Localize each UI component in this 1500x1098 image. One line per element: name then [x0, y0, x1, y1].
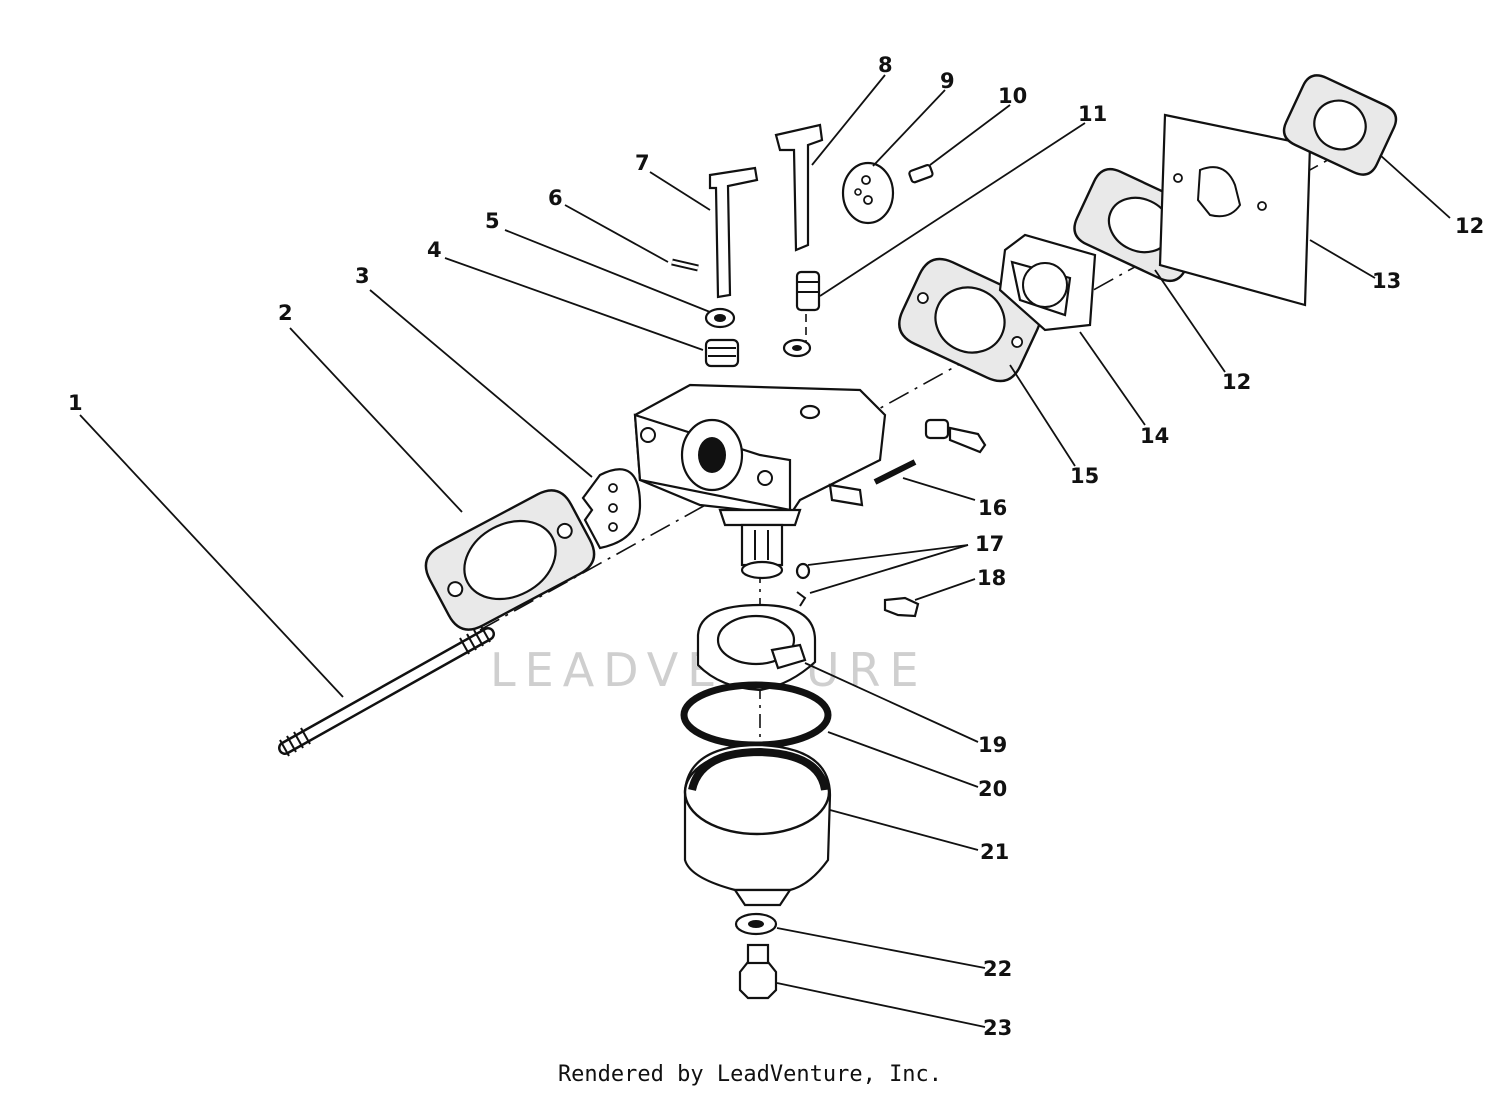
callout-10: 10 [998, 84, 1027, 108]
part-21-float-bowl [683, 743, 832, 907]
callout-14: 14 [1140, 424, 1169, 448]
callout-11: 11 [1078, 102, 1107, 126]
part-7-throttle-shaft [708, 166, 759, 299]
callout-4: 4 [427, 238, 442, 262]
idle-screw [924, 418, 987, 454]
part-18-screw [883, 596, 920, 618]
part-16-spring-screw [873, 459, 917, 485]
part-10-screw [908, 164, 934, 184]
part-11-fitting [795, 270, 821, 312]
callout-18: 18 [977, 566, 1006, 590]
part-6-screw [671, 258, 699, 272]
part-5-seal [704, 307, 736, 329]
callout-16: 16 [978, 496, 1007, 520]
part-3-throttle-plate [581, 468, 642, 550]
callout-5: 5 [485, 209, 500, 233]
callout-12-upper: 12 [1455, 214, 1484, 238]
part-17-o-ring [795, 562, 811, 607]
callout-8: 8 [878, 53, 893, 77]
footer-credit: Rendered by LeadVenture, Inc. [557, 1062, 943, 1087]
callout-22: 22 [983, 957, 1012, 981]
callout-17: 17 [975, 532, 1004, 556]
callout-19: 19 [978, 733, 1007, 757]
part-1-stud [278, 625, 495, 757]
leader-lines [79, 74, 1451, 1028]
part-22-washer [734, 912, 778, 936]
callout-2: 2 [278, 301, 293, 325]
callout-9: 9 [940, 69, 955, 93]
part-19-float [696, 603, 817, 692]
callout-1: 1 [68, 391, 83, 415]
carburetor-body [633, 338, 887, 580]
callout-15: 15 [1070, 464, 1099, 488]
part-13-plate [1158, 113, 1312, 307]
callout-labels: 1 2 3 4 5 6 7 8 9 10 11 12 13 12 14 15 1… [68, 53, 1484, 1040]
callout-13: 13 [1372, 269, 1401, 293]
callout-20: 20 [978, 777, 1007, 801]
part-9-choke-plate [841, 161, 895, 225]
part-14-spacer [998, 233, 1097, 332]
callout-23: 23 [983, 1016, 1012, 1040]
part-8-choke-shaft [774, 123, 824, 252]
callout-12-lower: 12 [1222, 370, 1251, 394]
part-12-gasket-upper [1282, 74, 1398, 176]
part-2-gasket [424, 489, 596, 631]
part-23-bolt [738, 943, 778, 1000]
part-4-spring [704, 338, 740, 368]
callout-21: 21 [980, 840, 1009, 864]
callout-3: 3 [355, 264, 370, 288]
callout-7: 7 [635, 151, 650, 175]
callout-6: 6 [548, 186, 563, 210]
